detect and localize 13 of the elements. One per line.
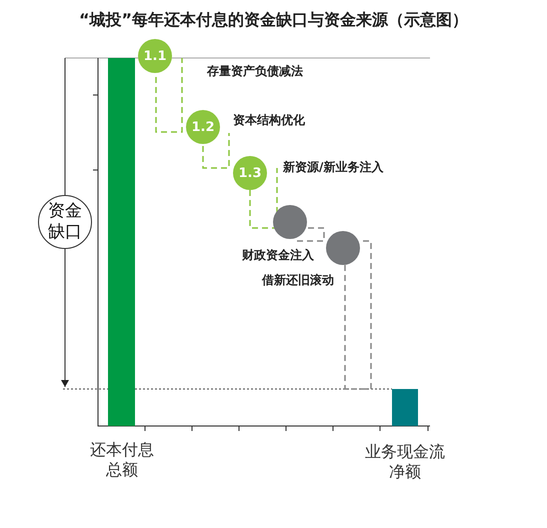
node-label: 业务现金流净额	[365, 442, 445, 482]
title: “城投”每年还本付息的资金缺口与资金来源（示意图）	[78, 10, 470, 31]
node-label: 1.3	[238, 166, 262, 180]
node-label: 1.1	[143, 48, 167, 64]
node-label: 新资源/新业务注入	[283, 159, 384, 176]
node-label: 资本结构优化	[233, 112, 305, 129]
node-label: 资金缺口	[47, 201, 83, 243]
node-label: 财政资金注入	[242, 247, 314, 264]
node-label: 1.2	[191, 120, 215, 134]
node-label: 存量资产负债减法	[207, 63, 303, 80]
node-label: 还本付息总额	[89, 440, 155, 480]
label-circle	[38, 195, 92, 249]
node-label: 借新还旧滚动	[262, 272, 334, 289]
